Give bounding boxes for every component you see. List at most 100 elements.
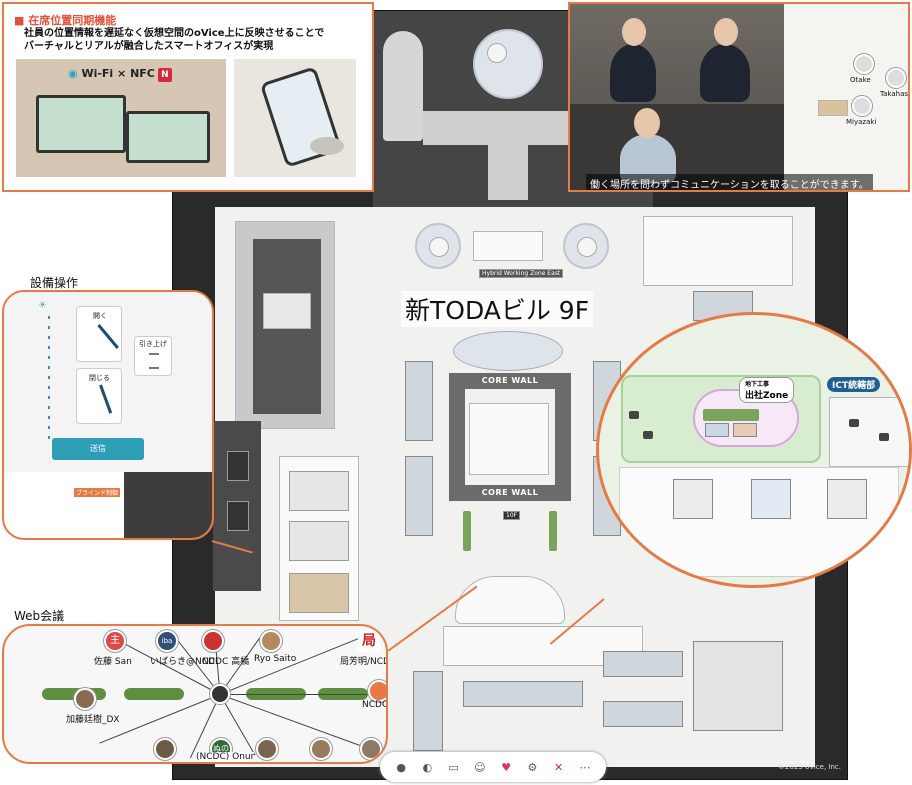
meeting-section-label: Web会議 — [14, 609, 65, 623]
mag-chair-4 — [879, 433, 889, 441]
plant-strip — [463, 511, 471, 551]
user-name-4: Ryo Saito — [254, 654, 297, 664]
open-desk-area[interactable] — [693, 641, 783, 731]
core-wall-left — [449, 389, 465, 485]
meeting-table-1 — [289, 471, 349, 511]
center-lounge[interactable] — [473, 231, 543, 261]
screen-share-icon[interactable]: ▭ — [448, 760, 459, 774]
ict-zone[interactable] — [829, 397, 909, 467]
president-desk-2 — [227, 501, 249, 531]
heart-icon[interactable]: ♥ — [501, 760, 512, 774]
user-bottom-2[interactable] — [256, 738, 278, 760]
avatar-takahashi[interactable] — [886, 68, 906, 88]
core-wall-top: CORE WALL — [449, 373, 571, 389]
camera-icon[interactable]: ◐ — [422, 760, 433, 774]
rocket-graphic — [383, 31, 423, 141]
kyoku-avatar[interactable]: 局 — [358, 630, 380, 652]
person-3-head — [634, 108, 660, 138]
avatar-miyazaki[interactable] — [852, 96, 872, 116]
group-hub-icon[interactable] — [210, 684, 230, 704]
open-control-card[interactable]: 開く — [76, 306, 122, 362]
close-control-card[interactable]: 閉じる — [76, 368, 122, 424]
ncdc-avatar[interactable] — [202, 630, 224, 652]
president-desk — [227, 451, 249, 481]
nfc-tag — [310, 137, 344, 155]
laptop-2-screen — [129, 114, 207, 160]
bottom-lounge[interactable] — [455, 576, 565, 624]
pull-up-control[interactable]: 引き上げ — [134, 336, 172, 376]
user-bottom-3[interactable] — [310, 738, 332, 760]
sync-heading: ■ 在席位置同期機能 — [14, 14, 117, 27]
user-bottom-1[interactable] — [154, 738, 176, 760]
hex-pod-2[interactable] — [563, 223, 609, 269]
laptop-1-screen — [39, 98, 123, 150]
link-9 — [220, 694, 380, 695]
blind-icon — [149, 353, 159, 369]
meeting-table-3 — [289, 573, 349, 613]
sync-description: 社員の位置情報を遅延なく仮想空間のoVice上に反映させることで バーチャルとリ… — [24, 28, 325, 52]
ncdc-right-avatar[interactable] — [368, 680, 386, 702]
avatar-otake[interactable] — [854, 54, 874, 74]
equipment-panel: ☀ 開く 閉じる 引き上げ 送信 ブラインド制御 — [2, 290, 214, 540]
office-photo — [570, 4, 784, 190]
name-miyazaki: Miyazaki — [846, 118, 877, 126]
person-2-head — [714, 18, 738, 46]
hex-pod-1[interactable] — [415, 223, 461, 269]
wifi-nfc-text: Wi-Fi × NFC — [81, 67, 155, 80]
bottom-toolbar: ● ◐ ▭ ☺ ♥ ⚙ ✕ ⋯ — [380, 752, 606, 782]
arrival-zone-label-main: 出社Zone — [745, 391, 789, 401]
mag-desk-1 — [705, 423, 729, 437]
pull-label: 引き上げ — [139, 340, 167, 348]
link-10 — [219, 694, 371, 750]
close-icon[interactable]: ✕ — [554, 760, 564, 774]
dog-avatar[interactable] — [260, 630, 282, 652]
settings-icon[interactable]: ⚙ — [527, 760, 538, 774]
iba-avatar[interactable]: iba — [156, 630, 178, 652]
user-name-1: 佐藤 San — [94, 657, 132, 667]
user-name-5: 局芳明/NCDC — [340, 657, 386, 667]
arrival-zone-label: 地下工事 出社Zone — [739, 377, 795, 403]
remote-caption: 働く場所を問わずコミュニケーションを取ることができます。 — [586, 174, 873, 190]
user-name-8: NCDC — [362, 700, 388, 710]
core-wall-bottom: CORE WALL — [449, 485, 571, 501]
desk-row-6[interactable] — [413, 671, 443, 751]
user-bottom-4[interactable] — [360, 738, 382, 760]
plant-strip-2 — [549, 511, 557, 551]
name-takahashi: Takahashi — [880, 90, 908, 98]
close-dial-needle — [99, 384, 113, 414]
copyright: ©2023 oVice, Inc. — [777, 763, 841, 771]
mag-chair-3 — [849, 419, 859, 427]
core-room[interactable] — [469, 403, 549, 475]
desk-row-9[interactable] — [603, 701, 683, 727]
send-button[interactable]: 送信 — [52, 438, 144, 460]
user-name-2: いばらき@NCD — [150, 657, 215, 667]
nfc-icon: N — [157, 68, 172, 82]
mic-icon[interactable]: ● — [396, 760, 406, 774]
wifi-icon: ◉ — [68, 67, 82, 80]
zoom-magnifier: 地下工事 出社Zone ICT統轄部 — [596, 312, 912, 588]
emoji-icon[interactable]: ☺ — [474, 760, 486, 774]
phone-photo — [234, 59, 356, 177]
mag-desk-3 — [673, 479, 713, 519]
runway — [423, 111, 583, 145]
cat-avatar[interactable] — [74, 688, 96, 710]
mag-chair-1 — [629, 411, 639, 419]
world-map-screen — [263, 293, 311, 329]
san-avatar[interactable]: 主 — [104, 630, 126, 652]
desk-row-2[interactable] — [405, 456, 433, 536]
right-top-rooms[interactable] — [643, 216, 793, 286]
desk-row-8[interactable] — [603, 651, 683, 677]
light-slider[interactable] — [48, 316, 50, 446]
virtual-office-snippet: Otake Takahashi Miyazaki — [784, 4, 908, 190]
desk-row-1[interactable] — [405, 361, 433, 441]
laptop-1 — [36, 95, 126, 153]
mag-plant — [703, 409, 759, 421]
desk-row-7[interactable] — [463, 681, 583, 707]
more-icon[interactable]: ⋯ — [579, 760, 591, 774]
meeting-table-2 — [289, 521, 349, 561]
sync-feature-panel: ■ 在席位置同期機能 社員の位置情報を遅延なく仮想空間のoVice上に反映させる… — [2, 2, 374, 192]
mag-desk-2 — [733, 423, 757, 437]
web-meeting-panel: 主 佐藤 San iba いばらき@NCD NCDC 高橋 Ryo Saito … — [2, 624, 388, 764]
